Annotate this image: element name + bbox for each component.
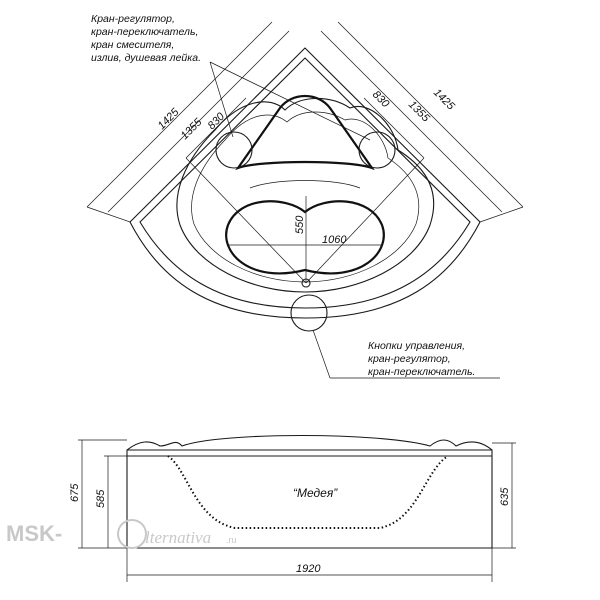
note-bottom-line-2: кран-регулятор, xyxy=(368,353,451,365)
dim-left-outer-ext1 xyxy=(86,206,131,223)
note-top-line-2: кран-переключатель, xyxy=(91,26,198,38)
headrest xyxy=(235,95,375,171)
label-height-total: 675 xyxy=(69,483,81,502)
dim-right-outer xyxy=(337,21,524,208)
diag-right xyxy=(305,157,425,284)
seat-curve xyxy=(249,180,361,189)
top-bumps xyxy=(126,434,493,451)
dim-right-short xyxy=(363,97,425,159)
tub-rim-outline xyxy=(139,57,471,309)
label-inner-depth: 550 xyxy=(294,215,306,234)
watermark-logo: MSK- lternativa .ru xyxy=(6,519,237,549)
leader-top-1 xyxy=(209,61,234,138)
leader-top-2 xyxy=(209,61,371,141)
note-top: Кран-регулятор, кран-переключатель, кран… xyxy=(91,13,201,64)
label-height-body: 585 xyxy=(95,489,107,508)
note-top-line-4: излив, душевая лейка. xyxy=(91,52,201,64)
top-view: 1425 1355 830 830 1355 1425 1060 550 Кра… xyxy=(86,13,524,379)
leader-bottom xyxy=(312,329,331,379)
note-top-line-3: кран смесителя, xyxy=(91,39,174,51)
note-bottom-line-3: кран-переключатель. xyxy=(368,366,475,378)
control-buttons-circle xyxy=(290,294,328,332)
basin-rim xyxy=(176,97,435,293)
model-name: “Медея” xyxy=(293,486,338,500)
label-left-outer: 1425 xyxy=(156,106,182,132)
tub-outer-outline xyxy=(129,47,481,319)
dim-right-inner xyxy=(320,30,503,213)
label-right-inner: 1355 xyxy=(406,99,432,125)
note-bottom-line-1: Кнопки управления, xyxy=(368,340,465,352)
label-left-inner: 1355 xyxy=(179,116,205,142)
inner-basin xyxy=(225,200,385,275)
note-top-line-1: Кран-регулятор, xyxy=(91,13,175,25)
watermark-suffix: .ru xyxy=(226,535,237,545)
faucet-left-circle xyxy=(215,131,253,169)
basin-inner-rim xyxy=(191,111,420,283)
label-length: 1920 xyxy=(296,563,321,575)
label-right-outer: 1425 xyxy=(431,87,457,113)
dim-left-outer xyxy=(86,21,273,208)
dim-right-outer-ext1 xyxy=(479,206,524,223)
side-view: “Медея” 675 585 635 1920 xyxy=(69,434,516,582)
dim-left-short xyxy=(185,97,247,159)
watermark-a-circle xyxy=(117,519,147,549)
label-height-right: 635 xyxy=(499,487,511,506)
label-inner-width: 1060 xyxy=(322,234,347,246)
diag-left xyxy=(185,157,307,284)
watermark-brand: MSK- xyxy=(6,521,62,546)
faucet-right-circle xyxy=(358,131,396,169)
dim-left-inner xyxy=(107,30,290,213)
watermark-script: lternativa xyxy=(145,528,211,547)
note-bottom: Кнопки управления, кран-регулятор, кран-… xyxy=(368,340,475,378)
